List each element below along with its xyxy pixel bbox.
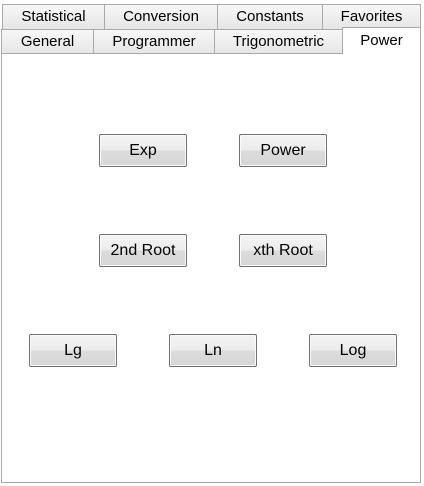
tab-general[interactable]: General xyxy=(1,29,94,54)
tab-constants[interactable]: Constants xyxy=(217,4,323,29)
xth-root-button[interactable]: xth Root xyxy=(239,234,327,267)
second-root-button[interactable]: 2nd Root xyxy=(99,234,187,267)
tab-trigonometric[interactable]: Trigonometric xyxy=(214,29,343,54)
tab-programmer[interactable]: Programmer xyxy=(93,29,215,54)
log-button[interactable]: Log xyxy=(309,334,397,367)
ln-button[interactable]: Ln xyxy=(169,334,257,367)
tab-power[interactable]: Power xyxy=(342,27,421,54)
tab-favorites[interactable]: Favorites xyxy=(322,4,421,29)
exp-button[interactable]: Exp xyxy=(99,134,187,167)
tab-statistical[interactable]: Statistical xyxy=(2,4,105,29)
tab-conversion[interactable]: Conversion xyxy=(104,4,218,29)
power-tab-panel xyxy=(1,53,421,483)
lg-button[interactable]: Lg xyxy=(29,334,117,367)
power-button[interactable]: Power xyxy=(239,134,327,167)
